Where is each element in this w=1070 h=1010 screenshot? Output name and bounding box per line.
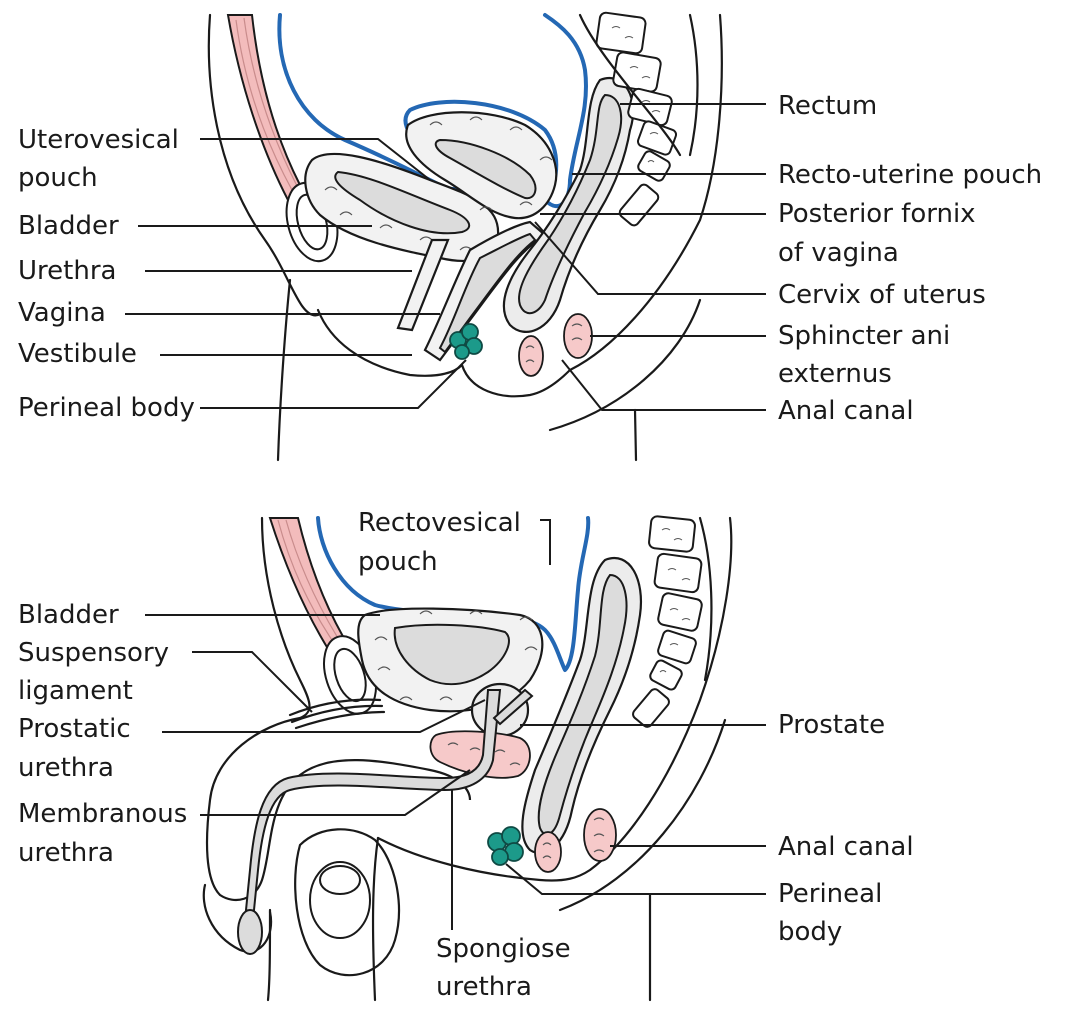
male-leader-prostatic-urethra [162,699,486,733]
male-muscle-fibre [285,519,342,644]
female-leader-perineal-body [200,359,467,409]
female-sphincter-ani-externus [518,313,593,377]
label-male-perineal-body: Perineal [778,879,882,909]
female-perineal-body [449,323,483,360]
female-vertebra [618,183,660,227]
male-suspensory-ligament [288,698,386,730]
label-rectovesical-pouch: Rectovesical [358,508,521,538]
female-sphincter-lobe [518,335,544,377]
female-vaginal-lumen [438,232,537,354]
female-uterine-cavity [434,138,537,200]
female-vertebra [595,11,647,55]
male-thigh-line [266,908,272,1002]
male-glans-urethra [237,909,263,955]
male-perineal-skin-line [371,836,380,1002]
female-leg-outline [633,408,638,462]
label-membranous-urethra-line2: urethra [18,838,114,868]
female-rectal-lumen [518,93,623,315]
female-leader-uterovesical [200,138,431,181]
female-muscle-fibre [243,17,298,187]
label-cervix-of-uterus: Cervix of uterus [778,280,986,310]
label-posterior-fornix: Posterior fornix [778,199,976,229]
male-sphincter-lobe [534,831,562,873]
male-vertebra [657,629,697,665]
female-peritoneum [277,13,588,209]
female-spine-outline [578,13,699,157]
label-prostatic-urethra: Prostatic [18,714,131,744]
label-male-perineal-body-line2: body [778,917,842,947]
female-leader-anal-canal [561,359,766,411]
female-perineal-skin [316,13,723,398]
female-abdominal-wall [207,13,320,317]
label-uterovesical-pouch: Uterovesical [18,125,179,155]
female-pelvis-section: Uterovesical pouch Bladder Urethra Vagin… [18,11,1042,462]
male-perineal-body-lobe [491,848,509,866]
label-female-urethra: Urethra [18,256,116,286]
label-male-anal-canal: Anal canal [778,832,914,862]
label-prostate: Prostate [778,710,885,740]
label-suspensory-ligament-line2: ligament [18,676,133,706]
label-spongiose-urethra: Spongiose [436,934,571,964]
label-sphincter-ani-externus-line2: externus [778,359,892,389]
male-vertebra [632,688,670,728]
female-bone-texture [611,26,661,163]
female-body-front-skin [276,278,292,462]
female-sphincter-texture [525,323,583,363]
label-rectum: Rectum [778,91,877,121]
male-bone-texture [659,528,691,673]
label-female-anal-canal: Anal canal [778,396,914,426]
male-muscle-fibre [277,519,337,647]
female-vertebra [636,120,678,156]
male-sphincter-lobe [583,808,617,862]
female-muscle-fibre [235,19,293,191]
female-back-outline [548,298,702,432]
male-sacrum [632,515,703,728]
female-perineal-body-lobe [454,344,470,360]
label-recto-uterine-pouch: Recto-uterine pouch [778,160,1042,190]
label-vagina: Vagina [18,298,106,328]
label-male-bladder: Bladder [18,600,119,630]
male-bladder-lumen [393,623,510,686]
label-vestibule: Vestibule [18,339,137,369]
male-gland-texture [447,742,521,766]
label-spongiose-urethra-line2: urethra [436,972,532,1002]
label-rectovesical-pouch-line2: pouch [358,547,438,577]
label-female-perineal-body: Perineal body [18,393,195,423]
female-leader-cervix [534,221,766,295]
male-pelvis-section: Rectovesical pouch Bladder Suspensory li… [18,508,914,1002]
male-leader-membranous-urethra [200,769,471,816]
female-sphincter-lobe [563,313,593,359]
label-female-bladder: Bladder [18,211,119,241]
male-perineal-body-lobe [501,826,521,846]
female-bladder-lumen [334,170,471,235]
label-prostatic-urethra-line2: urethra [18,753,114,783]
male-leader-suspensory [192,651,313,713]
male-ejaculatory-duct [492,688,534,726]
male-vertebra [649,659,683,691]
female-urethra [396,238,450,332]
female-tissue-texture [324,116,553,251]
male-anal-sphincter [534,808,617,873]
male-sphincter-texture [542,817,605,859]
label-membranous-urethra: Membranous [18,799,187,829]
male-vertebra [657,592,703,632]
male-epididymis [319,865,361,895]
male-back-outline [558,718,727,912]
label-uterovesical-pouch-line2: pouch [18,163,98,193]
label-posterior-fornix-line2: of vagina [778,238,899,268]
label-suspensory-ligament: Suspensory [18,638,169,668]
male-leader-perineal-body [505,863,766,895]
male-spine-outline [698,516,713,682]
male-vertebra [653,552,703,594]
male-perineal-body [487,826,524,866]
male-leader-rectovesical [540,519,551,565]
male-peritoneum [316,516,591,672]
female-vertebra [612,51,662,93]
label-sphincter-ani-externus: Sphincter ani [778,321,950,351]
male-vertebra [648,515,696,553]
male-penis [205,716,472,902]
